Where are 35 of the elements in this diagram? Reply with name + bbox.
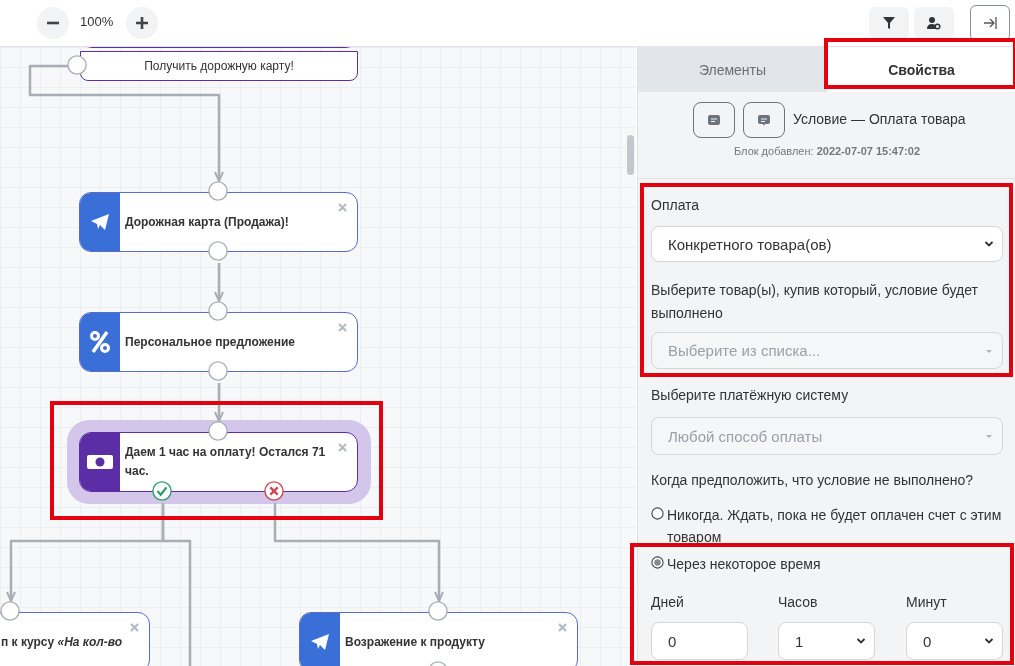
dropdown-select: Конкретного товара(ов): [651, 226, 1003, 262]
flow-block: [79, 192, 358, 252]
block-title: Даем 1 час на оплату! Остался 71 час.: [125, 444, 327, 480]
connector-arrow: [28, 64, 224, 182]
block-title: Возражение к продукту: [345, 633, 485, 651]
connector-arrow: [214, 383, 224, 422]
flow-block: [79, 312, 358, 372]
field-label: Дней: [651, 594, 684, 610]
flow-block: [0, 612, 150, 666]
timestamp-text: Блок добавлен: 2022-07-07 15:47:02: [733, 145, 921, 157]
block-title: Получить дорожную карту!: [144, 57, 294, 75]
connector-arrow: [214, 263, 224, 302]
question-text: Когда предположить, что условие не выполнено?: [651, 472, 974, 488]
dropdown-select: Любой способ оплаты: [651, 417, 1003, 455]
flow-block: [79, 432, 358, 492]
block-heading: Условие — Оплата товара: [793, 111, 966, 127]
field-label: Часов: [778, 594, 818, 610]
dropdown-select: Выберите из списка...: [651, 332, 1003, 369]
radio-option: Никогда. Ждать, пока не будет оплачен счет с этим товаром: [667, 504, 1003, 548]
field-label: Выберите платёжную систему: [651, 387, 849, 403]
dropdown-select: 1: [778, 622, 875, 660]
block-title: Персональное предложение: [125, 333, 295, 351]
field-label: Выберите товар(ы), купив который, условие будет выполнено: [651, 281, 979, 323]
input-field: 0: [651, 622, 748, 660]
flow-block: [299, 612, 578, 666]
block-title: Дорожная карта (Продажа)!: [125, 213, 289, 231]
field-label: Оплата: [651, 197, 700, 213]
block-title: п к курсу «На кол-во: [1, 633, 122, 651]
tab: Элементы: [638, 47, 827, 92]
dropdown-select: 0: [906, 622, 1003, 660]
radio-option: Через некоторое время: [667, 553, 1003, 575]
field-label: Минут: [906, 594, 947, 610]
connector-arrow: [273, 503, 444, 602]
zoom-level: 100%: [80, 14, 114, 29]
output-button: [80, 51, 358, 81]
